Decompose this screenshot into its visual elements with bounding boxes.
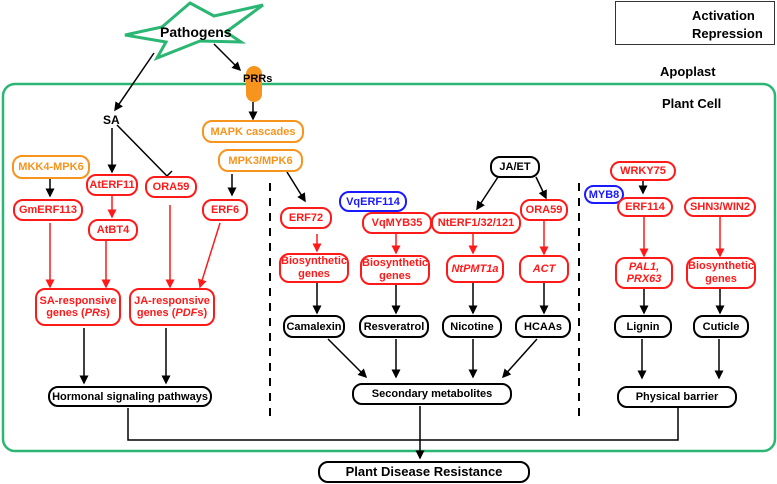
node-vqerf114: VqERF114: [339, 191, 407, 212]
arrow-jaet-ora59: [535, 176, 547, 200]
node-nterf1-32-121: NtERF1/32/121: [431, 212, 521, 234]
arrow-mpk3-erf72: [286, 171, 306, 203]
node-lignin: Lignin: [614, 315, 672, 338]
node-erf72: ERF72: [280, 207, 332, 229]
arrow-camalexin-secondary: [327, 338, 368, 379]
connector-outcomes-bus: [127, 408, 679, 441]
arrow-pathogens-sa: [114, 52, 155, 112]
node-aterf11: AtERF11: [86, 174, 138, 196]
legend-activation-label: Activation: [692, 8, 755, 23]
legend-repression-label: Repression: [692, 26, 763, 41]
node-physical-barrier: Physical barrier: [617, 386, 737, 408]
node-resveratrol: Resveratrol: [359, 315, 429, 338]
ja-responsive-line1: JA-responsive: [134, 295, 210, 307]
prr-receptor-icon: [246, 66, 262, 102]
node-erf114: ERF114: [617, 197, 673, 217]
node-nicotine: Nicotine: [442, 315, 502, 338]
node-biosynthetic-genes-1: Biosynthetic genes: [279, 253, 349, 283]
node-hormonal-signaling: Hormonal signaling pathways: [48, 386, 212, 407]
legend: Activation Repression: [615, 1, 775, 45]
arrow-hcaas-secondary: [501, 338, 538, 379]
node-ja-et: JA/ET: [490, 156, 540, 178]
node-camalexin: Camalexin: [283, 315, 345, 338]
sa-label: SA: [103, 113, 120, 127]
node-shn3-win2: SHN3/WIN2: [684, 197, 756, 217]
pathogen-star-shape: [124, 1, 264, 61]
node-secondary-metabolites: Secondary metabolites: [352, 383, 512, 405]
node-sa-responsive-genes: SA-responsive genes (PRs): [35, 288, 121, 326]
plant-cell-label: Plant Cell: [662, 96, 722, 111]
apoplast-label: Apoplast: [660, 64, 716, 79]
arrow-erf6-jaresp: [197, 222, 221, 289]
sa-responsive-line1: SA-responsive: [39, 295, 117, 307]
node-cuticle: Cuticle: [693, 315, 749, 338]
prrs-label: PRRs: [243, 73, 273, 85]
node-act: ACT: [519, 255, 569, 283]
ja-responsive-line2: genes (PDFs): [136, 307, 208, 319]
node-pal1-prx63: PAL1, PRX63: [615, 257, 673, 289]
node-ora59-right: ORA59: [520, 199, 568, 221]
plant-cell-membrane: [1, 82, 777, 453]
sa-responsive-line2: genes (PRs): [46, 307, 110, 319]
node-ora59-left: ORA59: [145, 176, 197, 198]
repress-sa-ora59: [116, 124, 168, 177]
node-biosynthetic-genes-3: Biosynthetic genes: [686, 257, 756, 289]
node-erf6: ERF6: [202, 199, 248, 221]
node-myb8: MYB8: [584, 185, 624, 204]
arrow-jaet-nterf: [476, 176, 499, 211]
node-mapk-cascades: MAPK cascades: [202, 120, 304, 143]
arrow-pathogens-prrs: [213, 43, 242, 72]
node-gmerf113: GmERF113: [13, 199, 83, 221]
node-hcaas: HCAAs: [515, 315, 571, 338]
node-mpk3-mpk6: MPK3/MPK6: [218, 149, 303, 172]
node-wrky75: WRKY75: [610, 161, 676, 181]
node-atbt4: AtBT4: [88, 219, 138, 241]
pathogens-label: Pathogens: [160, 24, 232, 40]
node-vqmyb35: VqMYB35: [362, 212, 432, 234]
node-ja-responsive-genes: JA-responsive genes (PDFs): [129, 288, 215, 326]
node-ntpmt1a: NtPMT1a: [446, 255, 504, 283]
node-mkk4-mpk6: MKK4-MPK6: [12, 155, 90, 179]
node-plant-disease-resistance: Plant Disease Resistance: [318, 461, 530, 483]
node-biosynthetic-genes-2: Biosynthetic genes: [360, 255, 430, 285]
